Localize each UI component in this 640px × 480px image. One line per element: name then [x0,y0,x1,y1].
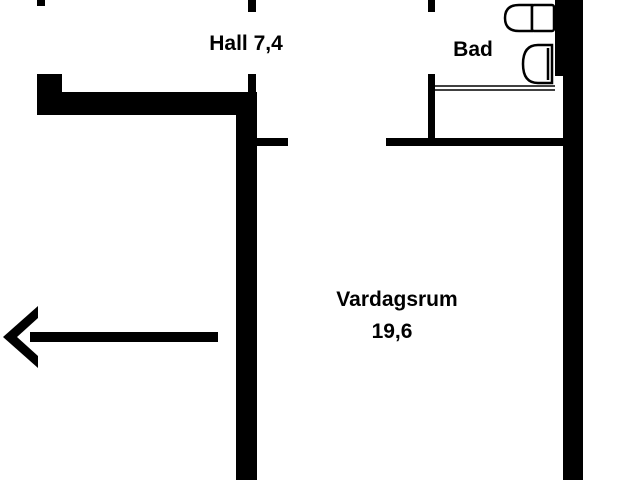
bathtub-icon [435,85,555,91]
hall-bottom-wall [37,92,250,115]
room-area-vardagsrum: 19,6 [372,320,413,343]
room-label-hall: Hall 7,4 [209,32,283,55]
living-left-wall [236,92,257,480]
hall-partition [248,74,256,144]
top-wall-stub-mid [248,0,256,12]
room-label-vardagsrum: Vardagsrum [336,288,457,311]
top-wall-stub-left [37,0,45,6]
living-top-wall-left [256,138,288,146]
toilet-icon [503,3,556,33]
sink-icon [521,43,554,85]
top-wall-stub-bath [428,0,435,12]
arrow-left-icon [3,306,218,368]
bath-left-wall [428,74,435,146]
walls [37,0,583,480]
right-wall [563,0,583,480]
living-top-wall-right [386,138,566,146]
room-label-bad: Bad [453,38,493,61]
